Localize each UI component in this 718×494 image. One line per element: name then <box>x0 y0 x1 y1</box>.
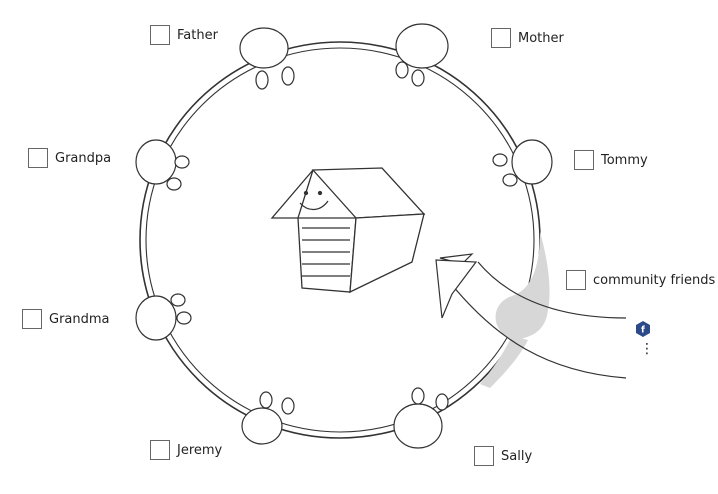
person-figure-grandma <box>135 293 192 341</box>
label-father: Father <box>150 25 218 45</box>
person-figure-jeremy <box>241 391 295 445</box>
house-illustration <box>270 167 426 294</box>
person-icon <box>22 309 42 329</box>
person-figure-father <box>239 27 295 90</box>
label-text: Grandpa <box>55 150 112 166</box>
label-text: Grandma <box>49 311 110 327</box>
person-figure-tommy <box>492 139 553 187</box>
label-tommy: Tommy <box>574 150 648 170</box>
facebook-icon[interactable]: f <box>636 321 650 337</box>
label-sally: Sally <box>474 446 532 466</box>
person-icon <box>150 25 170 45</box>
community-friend-shadow <box>480 232 550 388</box>
label-text: community friends <box>593 272 716 288</box>
label-jeremy: Jeremy <box>150 440 222 460</box>
label-text: Sally <box>501 448 533 464</box>
vertical-ellipsis-icon[interactable]: ⋮ <box>640 341 654 357</box>
person-icon <box>474 446 494 466</box>
person-icon <box>150 440 170 460</box>
person-figure-sally <box>393 387 449 449</box>
join-arrow <box>435 253 627 379</box>
person-icon <box>574 150 594 170</box>
family-ring-inner <box>145 47 535 433</box>
person-icon <box>566 270 586 290</box>
person-icon <box>28 148 48 168</box>
label-mother: Mother <box>491 28 564 48</box>
person-figure-grandpa <box>135 139 190 191</box>
label-text: Jeremy <box>177 442 223 458</box>
label-grandma: Grandma <box>22 309 110 329</box>
person-icon <box>491 28 511 48</box>
person-figure-mother <box>395 23 449 87</box>
label-text: Mother <box>518 30 564 46</box>
label-text: Tommy <box>601 152 648 168</box>
label-grandpa: Grandpa <box>28 148 111 168</box>
label-text: Father <box>177 27 218 43</box>
label-community-friends: community friends <box>566 270 715 290</box>
facebook-glyph: f <box>641 326 645 336</box>
